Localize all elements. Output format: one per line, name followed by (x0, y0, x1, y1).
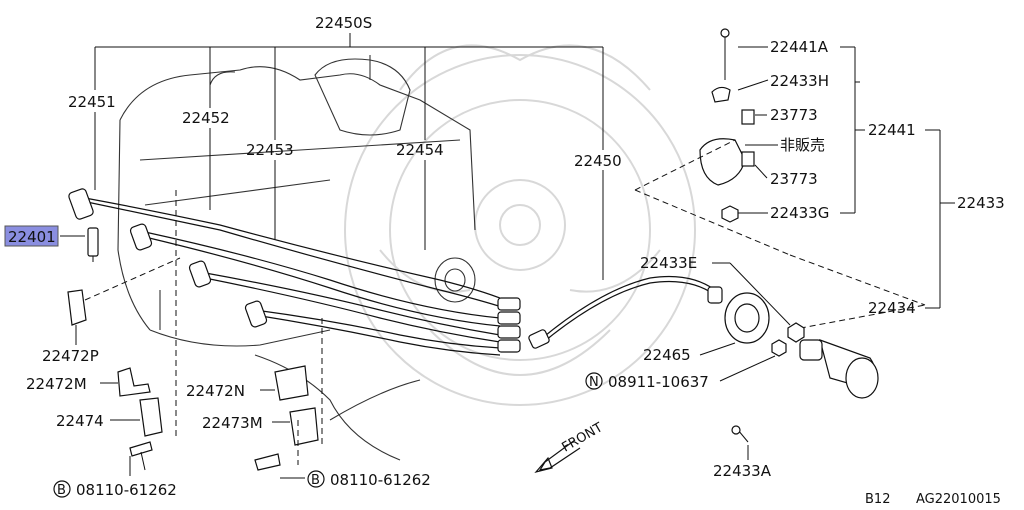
label-coil[interactable]: 22434 (868, 299, 916, 317)
label-nut-prefix: N (589, 375, 599, 390)
label-clip-1[interactable]: 23773 (770, 106, 818, 124)
left-clamps (67, 190, 181, 471)
label-front: FRONT (560, 420, 606, 455)
engine-outline (117, 55, 476, 461)
label-bracket-assy[interactable]: 22441 (868, 121, 916, 139)
coil-assembly (634, 28, 926, 443)
label-clamp-m2[interactable]: 22473M (202, 414, 263, 432)
label-clip-2[interactable]: 23773 (770, 170, 818, 188)
spark-plug (87, 227, 99, 262)
label-bolt-top[interactable]: 22441A (770, 38, 829, 56)
label-clamp-m[interactable]: 22472M (26, 375, 87, 393)
label-cable-1[interactable]: 22451 (68, 93, 116, 111)
front-arrow (534, 439, 581, 474)
label-cable-2[interactable]: 22452 (182, 109, 230, 127)
label-not-sold: 非販売 (780, 136, 825, 154)
label-bolt-coil[interactable]: 22433A (713, 462, 772, 480)
leader-lines (60, 46, 955, 479)
label-clip-h[interactable]: 22433H (770, 72, 829, 90)
label-figure-code: AG22010015 (916, 492, 1001, 507)
label-plug[interactable]: 22401 (8, 228, 56, 246)
label-cable-4[interactable]: 22454 (396, 141, 444, 159)
label-clamp-p[interactable]: 22472P (42, 347, 99, 365)
label-bolt-b-prefix: B (311, 473, 320, 488)
ignition-cables (84, 197, 716, 356)
label-nut-g[interactable]: 22433G (770, 204, 829, 222)
label-coil-assy[interactable]: 22433 (957, 194, 1005, 212)
watermark-emblem (344, 44, 696, 406)
plug-label-highlight (4, 225, 59, 247)
label-clamp-n[interactable]: 22472N (186, 382, 245, 400)
label-bracket-a[interactable]: 22474 (56, 412, 104, 430)
label-bolt-a-prefix: B (57, 483, 66, 498)
label-resistor[interactable]: 22465 (643, 346, 691, 364)
middle-clamps (254, 318, 323, 471)
part-labels: 22450S 22451 22452 22453 22454 22450 224… (8, 14, 1005, 507)
label-cable-3[interactable]: 22453 (246, 141, 294, 159)
plug-boots (68, 188, 723, 353)
label-page-code: B12 (865, 492, 890, 507)
label-nut[interactable]: 08911-10637 (608, 373, 709, 391)
label-bolt-b[interactable]: 08110-61262 (330, 471, 431, 489)
label-coil-wire-end[interactable]: 22433E (640, 254, 697, 272)
label-cable-coil[interactable]: 22450 (574, 152, 622, 170)
set-bracket (94, 33, 604, 280)
label-set[interactable]: 22450S (315, 14, 372, 32)
label-bolt-a[interactable]: 08110-61262 (76, 481, 177, 499)
